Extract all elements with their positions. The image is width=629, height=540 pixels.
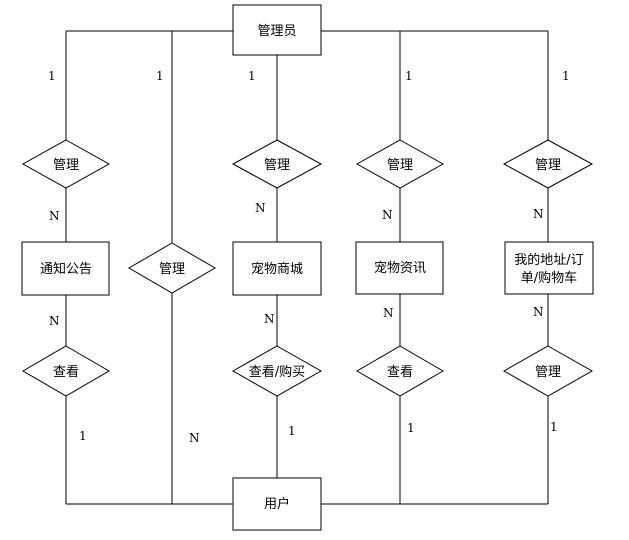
- relation-label: 管理: [387, 158, 413, 173]
- entity-shop-label: 宠物商城: [251, 261, 303, 277]
- entity-box: [355, 241, 444, 295]
- relation-manage-news: 管理: [355, 139, 445, 189]
- cardinality-label: N: [255, 201, 266, 215]
- relation-label: 查看: [387, 364, 413, 380]
- cardinality-label: N: [264, 312, 275, 326]
- relation-view-buy-shop: 查看/购买: [231, 345, 323, 397]
- cardinality-label: N: [382, 208, 393, 222]
- entity-news: 宠物资讯: [355, 241, 444, 295]
- relation-diamond: [502, 139, 594, 189]
- relation-diamond: [128, 242, 216, 294]
- cardinality-label: 1: [288, 424, 296, 438]
- entity-shop: 宠物商城: [232, 241, 322, 296]
- entity-mine-label-line2: 单/购物车: [521, 270, 577, 286]
- relation-diamond: [21, 139, 111, 189]
- cardinality-label: N: [49, 209, 60, 223]
- entity-mine: 我的地址/订 单/购物车: [504, 241, 594, 295]
- connectors: [65, 30, 549, 505]
- cardinality-label: 1: [562, 69, 570, 83]
- relation-label: 管理: [159, 262, 185, 277]
- relation-diamond: [355, 139, 445, 189]
- relation-label: 管理: [535, 158, 561, 173]
- entity-notice: 通知公告: [21, 241, 110, 296]
- entity-admin-label: 管理员: [257, 24, 296, 39]
- entity-box: [232, 477, 322, 531]
- entity-notice-label: 通知公告: [40, 261, 92, 277]
- cardinality-label: N: [383, 306, 394, 320]
- entity-box: [504, 241, 594, 295]
- cardinality-label: 1: [248, 69, 256, 83]
- entity-user-label: 用户: [264, 496, 290, 512]
- cardinality-label: N: [49, 314, 60, 328]
- relation-diamond: [502, 345, 594, 397]
- relation-diamond: [231, 139, 323, 189]
- cardinalities: 1 1 1 1 1 N N N N N N N N 1 N 1 1 1: [48, 69, 570, 445]
- relation-diamond: [22, 345, 110, 397]
- relation-diamond: [231, 345, 323, 397]
- cardinality-label: 1: [48, 69, 56, 83]
- relation-manage-user: 管理: [128, 242, 216, 294]
- relation-label: 查看/购买: [249, 364, 305, 380]
- cardinality-label: N: [533, 305, 544, 319]
- cardinality-label: 1: [79, 429, 87, 443]
- relation-view-news: 查看: [356, 345, 444, 397]
- relation-label: 查看: [53, 364, 79, 380]
- cardinality-label: N: [533, 207, 544, 221]
- relation-manage-notice: 管理: [21, 139, 111, 189]
- entity-box: [232, 241, 322, 296]
- entity-user: 用户: [232, 477, 322, 531]
- cardinality-label: 1: [550, 420, 558, 434]
- entity-admin: 管理员: [232, 4, 322, 56]
- relation-diamond: [356, 345, 444, 397]
- entity-mine-label-line1: 我的地址/订: [514, 252, 583, 268]
- relation-label: 管理: [535, 365, 561, 380]
- relation-manage-mine: 管理: [502, 139, 594, 189]
- relation-view-notice: 查看: [22, 345, 110, 397]
- cardinality-label: 1: [405, 69, 413, 83]
- entity-box: [232, 4, 322, 56]
- cardinality-label: N: [189, 431, 200, 445]
- cardinality-label: 1: [407, 421, 415, 435]
- relation-label: 管理: [53, 158, 79, 173]
- relation-label: 管理: [264, 158, 290, 173]
- entity-news-label: 宠物资讯: [374, 260, 426, 276]
- cardinality-label: 1: [156, 69, 164, 83]
- entity-box: [21, 241, 110, 296]
- relation-manage-shop: 管理: [231, 139, 323, 189]
- relation-user-manage-mine: 管理: [502, 345, 594, 397]
